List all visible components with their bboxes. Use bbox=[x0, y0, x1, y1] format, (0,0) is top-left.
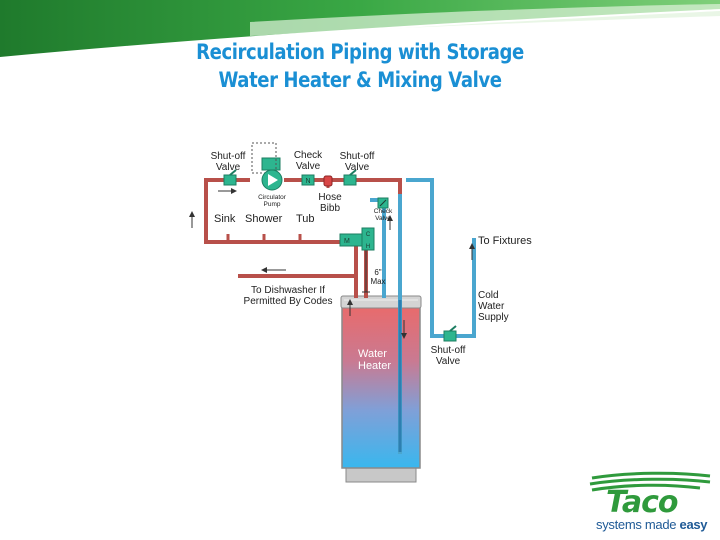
label-shutoff-right-line2: Valve bbox=[344, 162, 370, 173]
mixing-valve: M C H bbox=[339, 227, 375, 251]
valve-m-letter: M bbox=[344, 238, 350, 245]
label-shutoff-bottom-line2: Valve bbox=[435, 356, 461, 367]
label-check-small: Check Valve bbox=[368, 208, 398, 222]
label-hose-bibb: Hose Bibb bbox=[314, 192, 346, 214]
label-to-dishwasher: To Dishwasher If Permitted By Codes bbox=[230, 285, 346, 307]
label-water-heater: Water Heater bbox=[358, 348, 391, 372]
label-circ-pump-line1: Circulator bbox=[258, 194, 286, 201]
shutoff-valve-bottom bbox=[443, 325, 457, 342]
label-shutoff-left: Shut-off Valve bbox=[206, 151, 250, 173]
tagline-prefix: systems made bbox=[596, 517, 680, 532]
label-shutoff-right-line1: Shut-off bbox=[339, 151, 375, 162]
banner-light-band bbox=[250, 4, 720, 36]
pump-dashed-outline bbox=[251, 142, 277, 174]
label-cold-line2: Water bbox=[478, 301, 505, 312]
top-banner bbox=[0, 0, 720, 59]
label-check-small-line1: Check bbox=[373, 208, 393, 215]
label-shutoff-bottom: Shut-off Valve bbox=[426, 345, 470, 367]
label-circ-pump-line2: Pump bbox=[263, 201, 281, 208]
valve-n-letter: N bbox=[305, 178, 310, 185]
heater-body bbox=[341, 303, 421, 469]
title-line-2: Water Heater & Mixing Valve bbox=[218, 68, 502, 92]
label-cold-line1: Cold bbox=[478, 290, 499, 301]
label-cold-line3: Supply bbox=[478, 312, 509, 323]
label-max-line2: Max bbox=[370, 277, 386, 286]
valve-c-letter: C bbox=[366, 232, 371, 238]
check-valve-top: N bbox=[301, 174, 315, 186]
shutoff-valve-right bbox=[343, 169, 357, 186]
label-check-top-line2: Valve bbox=[295, 161, 321, 172]
pump-motor bbox=[261, 157, 281, 171]
tagline-bold: easy bbox=[679, 517, 708, 532]
taco-logo: Taco bbox=[589, 471, 711, 520]
label-shutoff-right: Shut-off Valve bbox=[334, 151, 380, 173]
label-cold-water-supply: Cold Water Supply bbox=[478, 290, 509, 323]
label-check-small-line2: Valve bbox=[375, 215, 391, 222]
label-max: 6" Max bbox=[368, 268, 388, 286]
label-shower: Shower bbox=[245, 213, 283, 225]
label-shutoff-bottom-line1: Shut-off bbox=[430, 345, 466, 356]
heater-top bbox=[340, 295, 422, 309]
logo-swoosh-lines bbox=[589, 471, 711, 492]
flow-arrows bbox=[189, 188, 475, 339]
label-check-top-line1: Check bbox=[293, 150, 323, 161]
pump-arrow bbox=[268, 174, 278, 186]
label-shutoff-left-line1: Shut-off bbox=[210, 151, 246, 162]
label-hose-bibb-line1: Hose bbox=[318, 192, 342, 203]
label-sink: Sink bbox=[214, 213, 236, 225]
title-line-1: Recirculation Piping with Storage bbox=[196, 40, 524, 64]
label-circulator-pump: Circulator Pump bbox=[252, 194, 292, 208]
label-to-fixtures: To Fixtures bbox=[478, 235, 532, 247]
label-shutoff-left-line2: Valve bbox=[215, 162, 241, 173]
label-hose-bibb-line2: Bibb bbox=[319, 203, 340, 214]
fixture-drops bbox=[226, 234, 302, 242]
label-max-line1: 6" bbox=[374, 268, 382, 277]
label-tub: Tub bbox=[296, 213, 315, 225]
hose-bibb bbox=[323, 175, 333, 187]
check-valve-small bbox=[377, 197, 389, 209]
logo-wordmark: Taco bbox=[606, 485, 678, 520]
valve-h-letter: H bbox=[366, 244, 370, 250]
label-dishwasher-line1: To Dishwasher If bbox=[251, 285, 325, 296]
shutoff-valve-left bbox=[223, 169, 237, 186]
tagline: systems made easy bbox=[596, 517, 708, 532]
label-heater-line2: Heater bbox=[358, 360, 392, 372]
label-heater-line1: Water bbox=[358, 348, 387, 360]
label-check-top: Check Valve bbox=[288, 150, 328, 172]
banner-white-line bbox=[0, 9, 720, 59]
label-dishwasher-line2: Permitted By Codes bbox=[243, 296, 333, 307]
